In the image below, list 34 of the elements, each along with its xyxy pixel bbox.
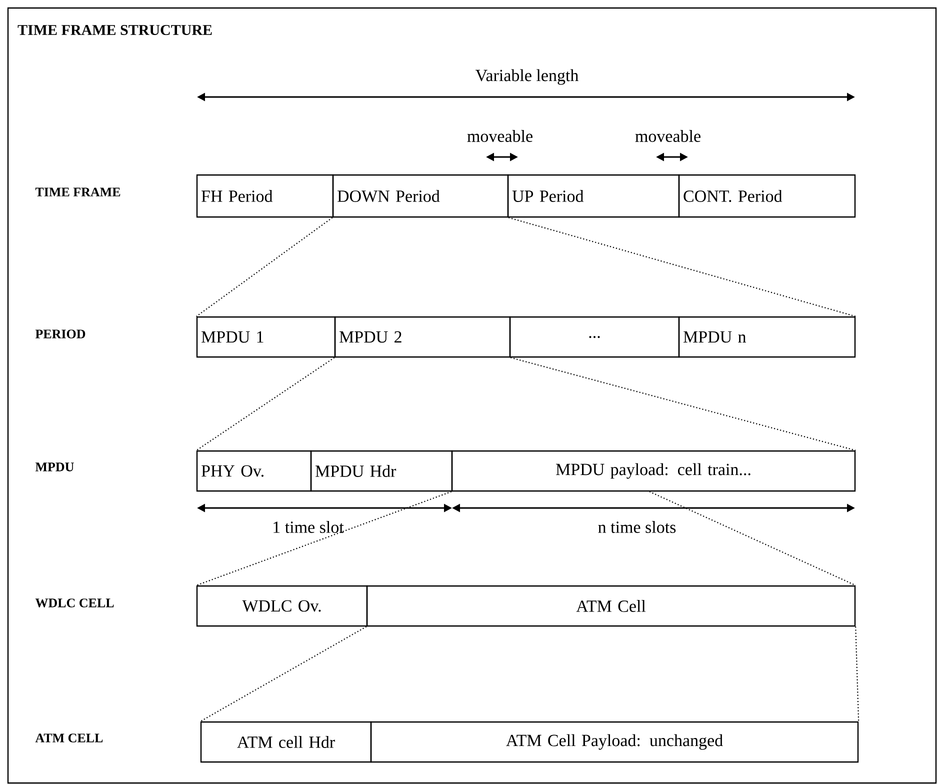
row-label: PERIOD (35, 330, 86, 338)
segment-box: DOWN Period (332, 174, 509, 218)
segment-box: ATM cell Hdr (200, 721, 372, 763)
zoom-line (855, 626, 860, 722)
zoom-line (510, 357, 856, 451)
segment-box: PHY Ov. (196, 450, 312, 492)
dimension-label: Variable length (476, 69, 578, 85)
segment-box: FH Period (196, 174, 334, 218)
segment-box: CONT. Period (678, 174, 856, 218)
dimension-label: 1 time slot (274, 521, 344, 533)
segment-box: WDLC Ov. (196, 585, 368, 627)
segment-box: MPDU payload: cell train... (451, 450, 856, 492)
row-label: WDLC CELL (35, 598, 114, 608)
row-label: TIME FRAME (35, 188, 120, 196)
segment-box: ... (509, 316, 680, 358)
zoom-line (508, 217, 856, 317)
segment-box: MPDU 1 (196, 316, 336, 358)
dimension-label: moveable (635, 130, 700, 142)
segment-box: MPDU n (678, 316, 856, 358)
segment-box: MPDU Hdr (310, 450, 453, 492)
row-label: MPDU (35, 462, 74, 472)
zoom-line (196, 217, 333, 317)
segment-box: MPDU 2 (334, 316, 511, 358)
dimension-label: moveable (467, 130, 532, 142)
zoom-line (196, 357, 335, 451)
segment-box: ATM Cell Payload: unchanged (370, 721, 859, 763)
zoom-line (200, 626, 367, 722)
row-label: ATM CELL (35, 734, 103, 742)
zoom-line (196, 491, 452, 586)
dimension-label: n time slots (598, 521, 676, 533)
zoom-line (649, 491, 856, 586)
segment-box: UP Period (507, 174, 680, 218)
title: TIME FRAME STRUCTURE (18, 24, 212, 36)
segment-box: ATM Cell (366, 585, 856, 627)
